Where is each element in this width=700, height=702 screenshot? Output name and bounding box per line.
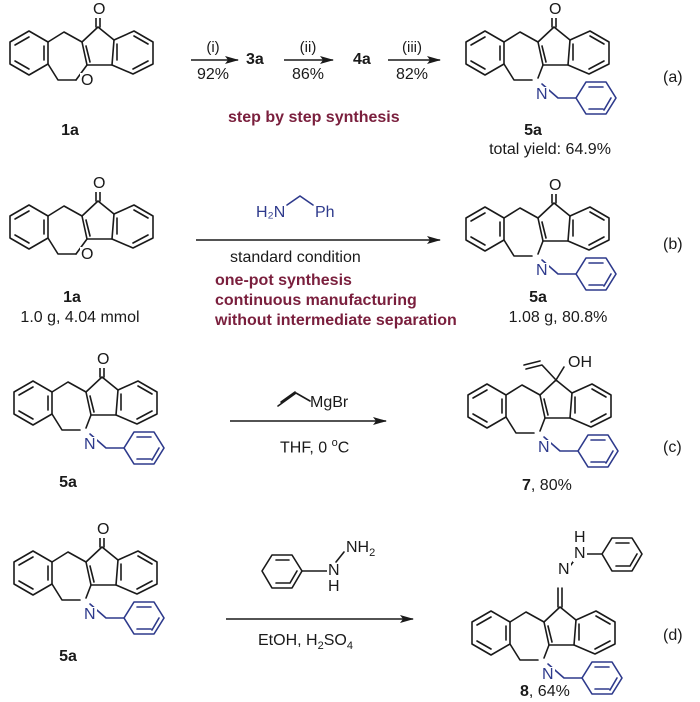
scheme-label-a: (a) [663,69,683,86]
condition-d-sub1: 2 [317,640,324,653]
note-step-by-step: step by step synthesis [228,109,400,126]
product-amount-b: 1.08 g, 80.8% [508,309,608,326]
atom-oxygen-1a-a: O [92,1,107,18]
yield-i: 92% [196,66,230,83]
reagent-ii: (ii) [299,39,317,56]
yield-iii: 82% [395,66,429,83]
compound-label-8: 8 [520,683,529,700]
intermediate-3a: 3a [246,51,264,68]
reagent-phenyl: Ph [315,204,335,221]
total-yield: total yield: 64.9% [489,141,611,158]
atom-oxygen-ring-1a-a: O [80,72,95,89]
compound-label-5a-a: 5a [524,122,542,139]
condition-c-prefix: THF, 0 [280,439,332,457]
condition-d-sub2: 4 [346,640,353,653]
reagent-i: (i) [206,39,220,56]
atom-oxygen-ring-1a-b: O [80,246,95,263]
atom-oxygen-1a-b: O [92,175,107,192]
atom-nitrogen-7: N [537,439,551,456]
reactant-amount: 1.0 g, 4.04 mmol [20,309,140,326]
atom-oxygen-5a-c: O [96,351,111,368]
intermediate-4a: 4a [353,51,371,68]
condition-b: standard condition [230,249,361,266]
scheme-label-b: (b) [663,236,683,253]
reagent-hydrazine-n: N [327,562,341,579]
note-one-pot: one-pot synthesis [215,272,352,289]
molecule-7 [467,360,619,468]
product-7-label: 7, 80% [522,478,572,494]
condition-c-suffix: C [337,439,350,457]
atom-oxygen-5a-a: O [548,1,563,18]
benzylamine-bonds [286,195,314,206]
yield-8: , 64% [528,683,570,700]
note-continuous: continuous manufacturing [215,292,417,309]
compound-label-7: 7 [522,477,531,494]
atom-nitrogen-5a-b: N [535,262,549,279]
nh-text: NH [346,539,370,556]
reagent-iii: (iii) [402,39,422,56]
atom-nitrogen-5a-a: N [535,86,549,103]
compound-label-1a: 1a [61,122,79,139]
phenylhydrazine-bonds [261,551,345,589]
hydrazone-n-imine: N [557,561,571,578]
scheme-label-c: (c) [663,439,682,456]
compound-label-5a-d: 5a [59,648,77,665]
reagent-mgbr: MgBr [310,394,349,411]
scheme-label-d: (d) [663,627,683,644]
condition-c: THF, 0 oC [280,438,349,456]
reagent-hydrazine-h: H [327,578,341,595]
condition-d: EtOH, H2SO4 [258,633,353,652]
degree-symbol: o [331,437,338,449]
hydrazone-h: H [573,529,587,546]
hydroxyl-label: OH [567,354,593,371]
atom-nitrogen-5a-d: N [83,606,97,623]
nh2-subscript: 2 [369,547,376,560]
condition-d-mid: SO [323,632,347,649]
molecule-1a-a [9,9,154,81]
reagent-amine: H₂N [256,204,286,221]
yield-ii: 86% [291,66,325,83]
molecule-1a-b [9,183,154,255]
atom-oxygen-5a-b: O [548,177,563,194]
molecule-8 [471,587,623,695]
reagent-hydrazine-nh2: NH2 [346,540,375,559]
atom-nitrogen-8: N [541,666,555,683]
note-no-separation: without intermediate separation [215,312,457,329]
compound-label-5a-c: 5a [59,474,77,491]
atom-nitrogen-5a-c: N [83,436,97,453]
condition-d-prefix: EtOH, H [258,632,318,649]
atom-oxygen-5a-d: O [96,521,111,538]
compound-label-5a-b: 5a [529,289,547,306]
hydrazone-nh: N [573,545,587,562]
yield-7: , 80% [530,477,572,494]
compound-label-1a-b: 1a [63,289,81,306]
product-8-label: 8, 64% [520,684,570,700]
vinyl-bonds [277,391,311,407]
